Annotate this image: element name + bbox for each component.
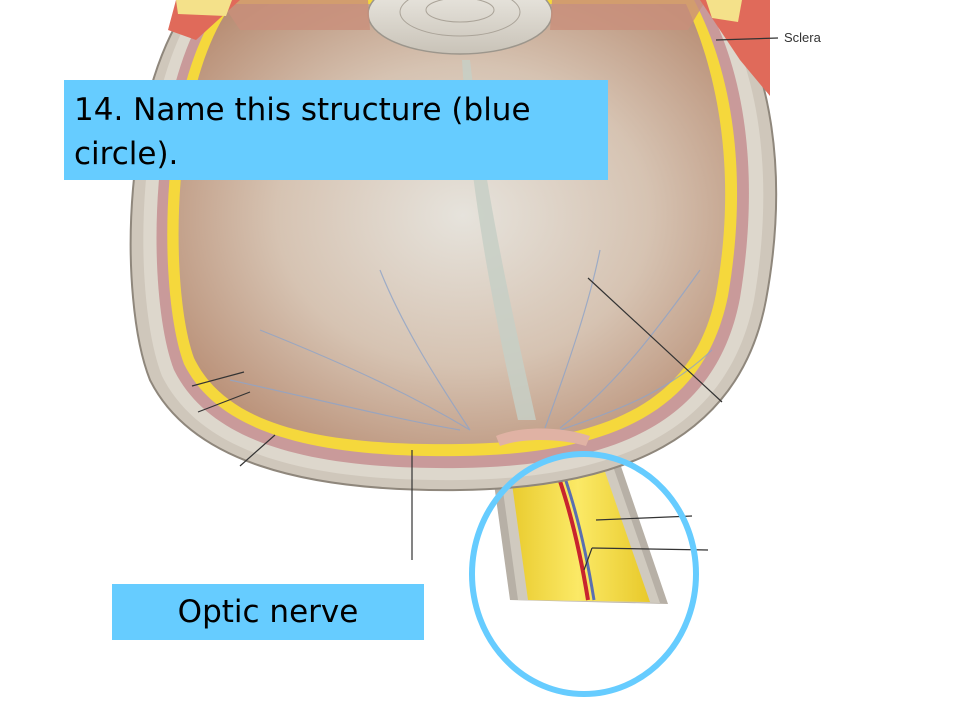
retinal-vessels xyxy=(229,249,713,431)
leader-line-2 xyxy=(197,391,251,413)
ciliary-body-left xyxy=(220,0,370,30)
leader-line-7a xyxy=(591,547,709,551)
eyeball xyxy=(129,0,778,492)
question-text: 14. Name this structure (blue circle). xyxy=(74,92,531,172)
sclera-leader-line xyxy=(715,37,779,41)
leader-line-1 xyxy=(191,371,245,387)
vitreous-body xyxy=(178,4,726,445)
leader-line-3 xyxy=(239,434,276,467)
orbital-fat-right xyxy=(706,0,742,22)
optic-disc xyxy=(496,428,590,446)
lens-inner-ring xyxy=(425,0,495,23)
leader-line-5 xyxy=(587,277,723,403)
leader-line-7b xyxy=(583,547,593,571)
sclera-label: Sclera xyxy=(784,30,822,45)
lens-region xyxy=(168,0,770,96)
lens-nucleus xyxy=(399,0,521,37)
answer-text: Optic nerve xyxy=(177,594,359,630)
extraocular-muscle-right xyxy=(700,0,770,96)
leader-lines xyxy=(191,37,779,571)
leader-line-6 xyxy=(595,515,693,521)
answer-box: Optic nerve xyxy=(112,584,424,640)
orbital-fat xyxy=(176,0,232,16)
question-box: 14. Name this structure (blue circle). xyxy=(64,80,608,180)
ciliary-body-right xyxy=(550,0,706,30)
highlight-circle xyxy=(469,451,699,697)
